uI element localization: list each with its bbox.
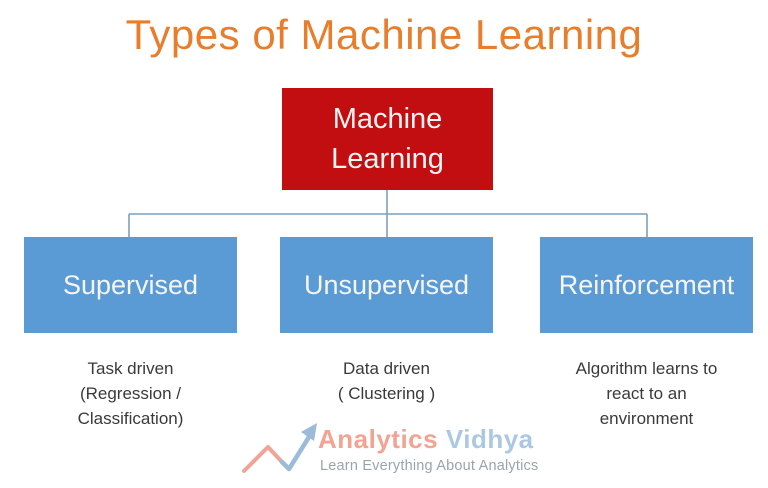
logo-brand-analytics: Analytics (318, 424, 439, 454)
logo-brand-text: Analytics Vidhya (318, 424, 534, 455)
analytics-vidhya-logo: Analytics Vidhya Learn Everything About … (240, 414, 540, 488)
trend-arrow-icon (242, 423, 317, 473)
description-reinforcement: Algorithm learns to react to an environm… (575, 359, 718, 428)
page-title: Types of Machine Learning (125, 11, 643, 58)
root-node-machine-learning: Machine Learning (282, 88, 493, 190)
branch-node-supervised: Supervised (24, 237, 237, 333)
branch-node-reinforcement: Reinforcement (540, 237, 753, 333)
tree-connector-lines (128, 190, 648, 238)
branch-node-unsupervised: Unsupervised (280, 237, 493, 333)
description-unsupervised: Data driven ( Clustering ) (337, 359, 436, 403)
description-supervised: Task driven (Regression / Classification… (77, 359, 184, 428)
logo-brand-vidhya: Vidhya (445, 424, 534, 454)
logo-tagline: Learn Everything About Analytics (320, 458, 539, 474)
